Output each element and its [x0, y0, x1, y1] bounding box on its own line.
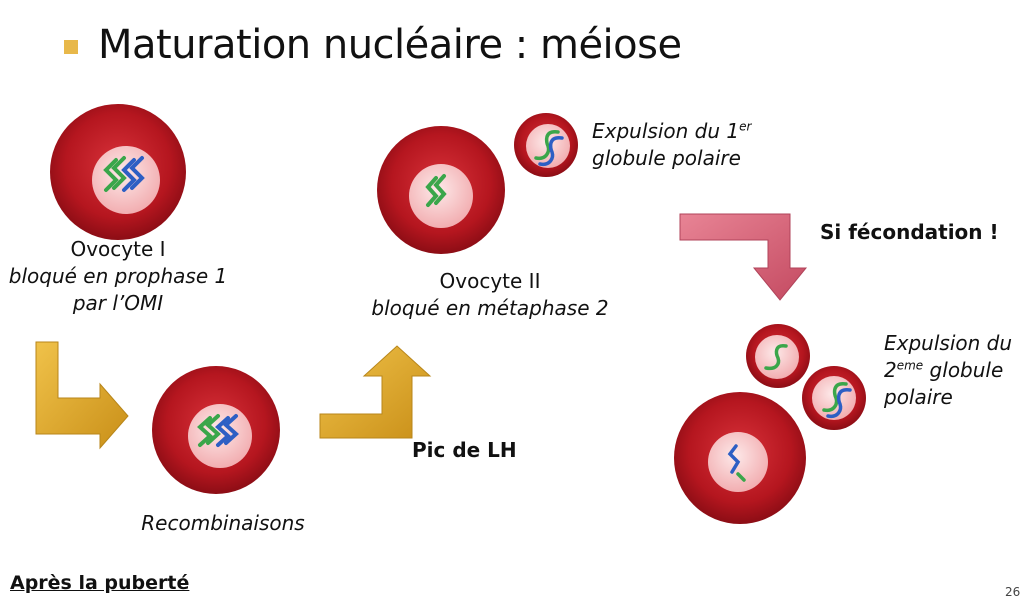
ovocyte-2-stage: bloqué en métaphase 2 [371, 296, 609, 320]
ovocyte-2-cell [377, 126, 505, 254]
ovocyte-2-name: Ovocyte II [439, 269, 541, 293]
polar-body-2-line1: Expulsion du [884, 331, 1013, 355]
polar-body-small [746, 324, 810, 388]
fertilized-ovocyte-cell [674, 392, 806, 524]
title-bullet [64, 40, 78, 54]
polar-body-1-label: Expulsion du 1er globule polaire [592, 118, 751, 172]
chromosome-icon [764, 344, 788, 371]
fertilization-label: Si fécondation ! [820, 220, 999, 244]
ovocyte-2-label: Ovocyte II bloqué en métaphase 2 [356, 268, 624, 322]
chromosomes-icon [822, 382, 852, 419]
polar-body-1-line2: globule polaire [592, 146, 741, 170]
ovocyte-1-stage-cause: par l’OMI [72, 291, 164, 315]
footer-note: Après la puberté [10, 572, 190, 594]
page-title: Maturation nucléaire : méiose [98, 22, 682, 68]
polar-body-2-ordinal: 2 [884, 358, 897, 382]
ovocyte-1-name: Ovocyte I [70, 237, 166, 261]
chromosomes-icon [425, 174, 447, 207]
polar-body-2-line3: polaire [884, 385, 953, 409]
polar-body-2 [802, 366, 866, 430]
pic-lh-label: Pic de LH [412, 438, 517, 462]
page-number: 26 [1005, 585, 1021, 599]
chromosome-icon [727, 444, 746, 482]
polar-body-1-sup: er [739, 119, 752, 134]
polar-body-2-label: Expulsion du 2eme globule polaire [884, 330, 1012, 411]
ovocyte-1-label: Ovocyte I bloqué en prophase 1 par l’OMI [0, 236, 236, 317]
chromosomes-icon [103, 156, 145, 192]
ovocyte-1-cell [50, 104, 186, 240]
recombination-label: Recombinaisons [141, 511, 305, 535]
recombination-cell [152, 366, 280, 494]
polar-body-1-line1: Expulsion du 1 [592, 119, 740, 143]
chromosomes-icon [197, 414, 239, 447]
ovocyte-1-stage: bloqué en prophase 1 [8, 264, 228, 288]
polar-body-2-sup: eme [896, 358, 924, 373]
arrow-down-right [35, 341, 129, 450]
chromosomes-icon [534, 130, 564, 167]
arrow-right-down [679, 213, 808, 301]
arrow-right-up [319, 345, 432, 439]
polar-body-1 [514, 113, 578, 177]
polar-body-2-line2: globule [923, 358, 1004, 382]
